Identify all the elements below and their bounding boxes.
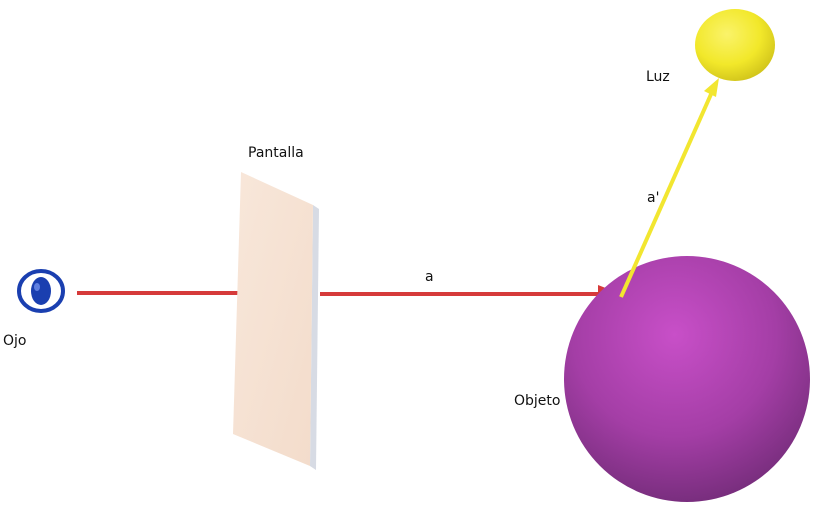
- object-sphere: [564, 256, 810, 502]
- object-label: Objeto: [514, 393, 560, 409]
- ray-a-label: a: [425, 269, 434, 285]
- eye-label: Ojo: [3, 333, 26, 349]
- ray-a: [320, 285, 621, 303]
- ray-a-prime: [619, 78, 719, 298]
- light-label: Luz: [646, 69, 670, 85]
- screen-label: Pantalla: [248, 145, 304, 161]
- screen-panel: [233, 172, 319, 470]
- eye-icon: [17, 269, 65, 313]
- light-sphere: [695, 9, 775, 81]
- ray-a-prime-label: a': [647, 190, 659, 206]
